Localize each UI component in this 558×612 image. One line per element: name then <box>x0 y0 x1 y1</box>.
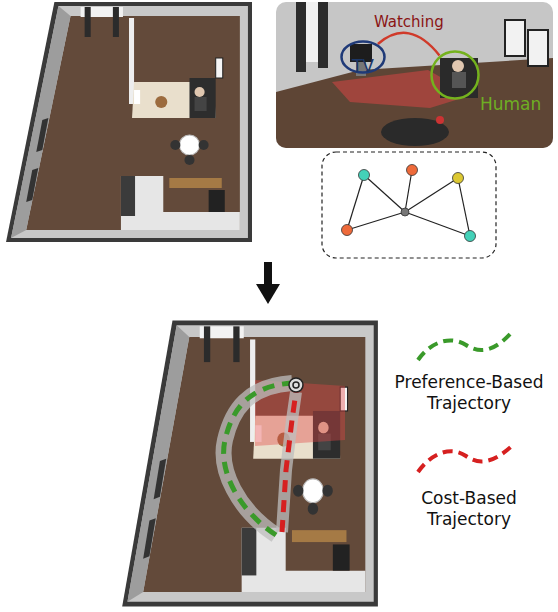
legend-text: Cost-Based Trajectory <box>421 488 517 529</box>
room-render <box>6 2 252 242</box>
node-label: TV <box>340 56 386 76</box>
outline-shape <box>432 52 479 99</box>
relation-connector <box>378 33 440 56</box>
graph-sketch <box>322 152 496 258</box>
node-outline <box>430 50 480 100</box>
trajectories <box>224 378 345 535</box>
legend-entry: Preference-Based Trajectory <box>383 372 555 414</box>
legend-entry: Cost-Based Trajectory <box>383 488 555 530</box>
node-label: Human <box>480 94 541 114</box>
down-arrow <box>256 262 280 304</box>
legend-text: Preference-Based Trajectory <box>395 372 544 413</box>
object-ellipse: TV <box>340 40 386 74</box>
room-render <box>122 320 378 606</box>
edge-label: Watching <box>374 13 444 31</box>
human-circle: Human <box>430 50 480 100</box>
inset-photo <box>276 2 553 148</box>
